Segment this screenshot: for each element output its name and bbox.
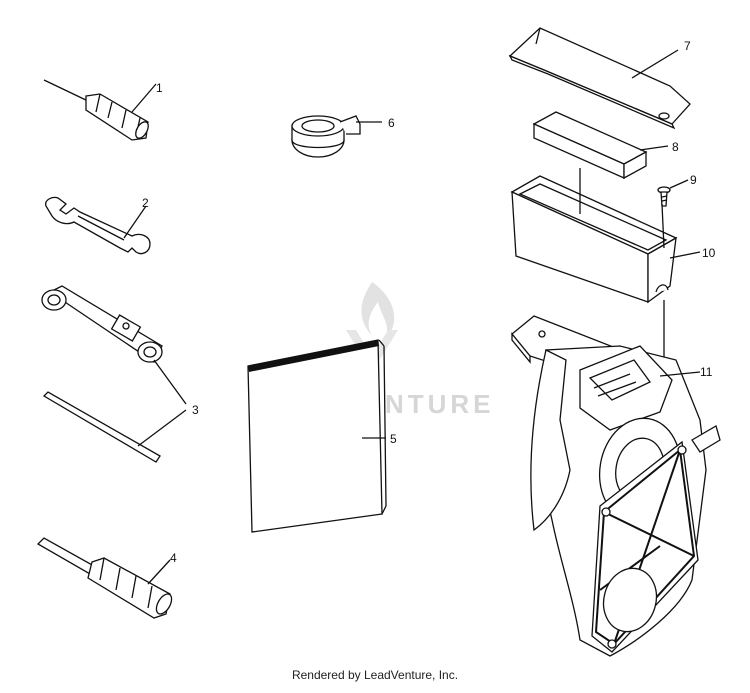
part-3-socket-wrench: 3: [41, 285, 199, 463]
part-1-screwdriver: 1: [43, 79, 163, 141]
watermark-v-icon: [346, 330, 398, 372]
callout-10: 10: [702, 246, 716, 260]
callout-3: 3: [192, 403, 199, 417]
callout-2: 2: [142, 196, 149, 210]
part-10-tool-box: 10: [510, 168, 716, 304]
callout-9: 9: [690, 173, 697, 187]
part-4-screwdriver: 4: [36, 537, 177, 619]
part-6-tape-roll: 6: [291, 115, 395, 158]
part-5-manual: 5: [247, 339, 397, 533]
callout-11: 11: [700, 365, 713, 379]
watermark-flame-icon: [361, 282, 395, 340]
part-9-screw: 9: [657, 173, 697, 207]
callout-7: 7: [684, 39, 691, 53]
callout-6: 6: [388, 116, 395, 130]
callout-8: 8: [672, 140, 679, 154]
part-2-wrench: 2: [45, 196, 151, 255]
callout-4: 4: [170, 551, 177, 565]
part-11-housing: 11: [511, 300, 721, 657]
part-7-cover: 7: [508, 27, 691, 130]
footer-credit: Rendered by LeadVenture, Inc.: [291, 668, 459, 682]
callout-5: 5: [390, 432, 397, 446]
part-8-foam-pad: 8: [532, 111, 679, 180]
callout-1: 1: [156, 81, 163, 95]
